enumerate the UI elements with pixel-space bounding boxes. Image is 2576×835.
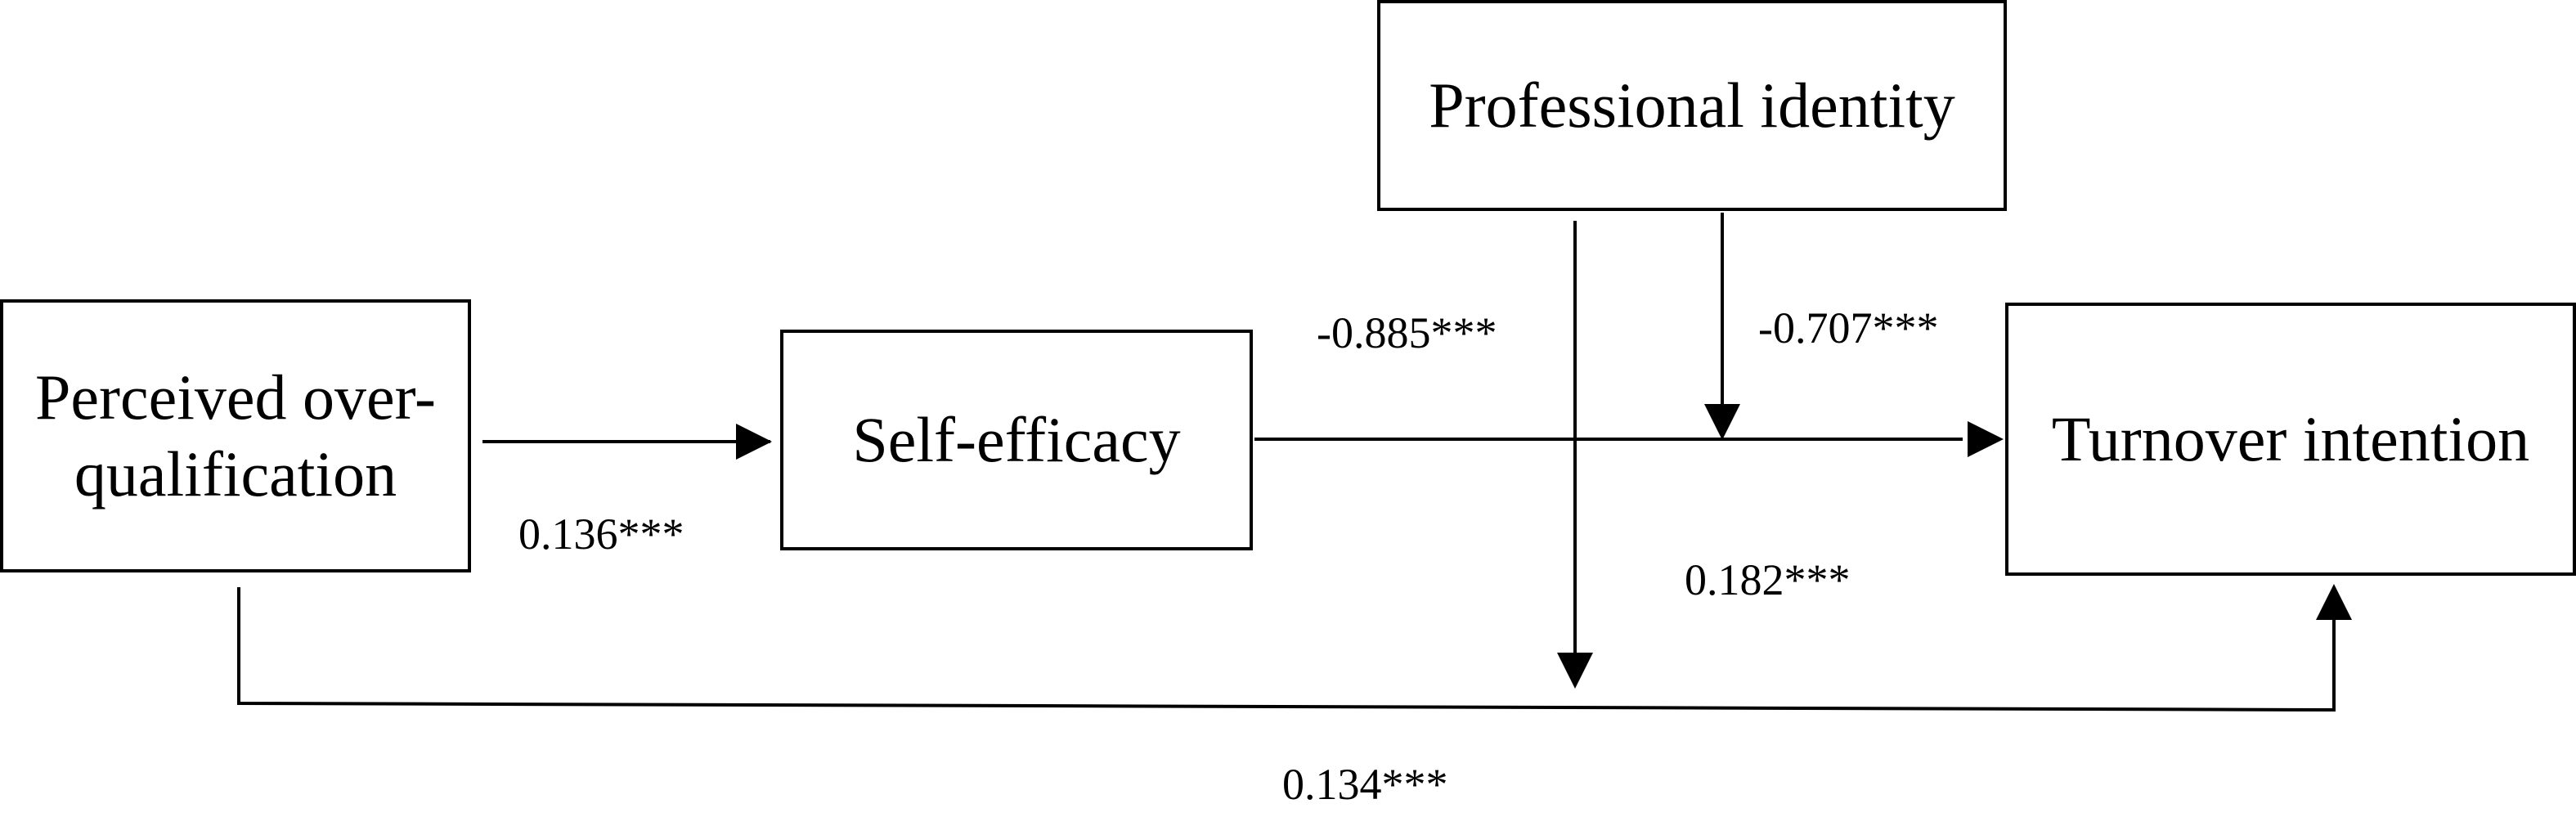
node-perceived-overqualification: Perceived over- qualification [0,299,471,572]
node-self-efficacy: Self-efficacy [780,330,1253,550]
arrowhead-pi-moderation-left [1557,653,1593,689]
node-label: Professional identity [1429,70,1955,141]
arrowhead-pi-moderation-right [1704,404,1740,440]
arrowhead-poq-to-turnover [2316,584,2352,620]
arrowhead-self-efficacy-to-turnover [1968,421,2004,457]
arrow-poq-to-turnover [237,587,2336,712]
node-label: Self-efficacy [852,404,1181,476]
coefficient-pi-moderation-right: -0.707*** [1758,303,1939,352]
arrowhead-poq-to-self-efficacy [736,424,772,460]
node-turnover-intention: Turnover intention [2005,303,2576,576]
coefficient-pi-moderation-left: -0.885*** [1317,308,1497,357]
coefficient-poq-to-turnover: 0.134*** [1282,760,1448,809]
node-label: Turnover intention [2051,403,2530,475]
coefficient-poq-to-self-efficacy: 0.136*** [518,510,684,559]
coefficient-self-efficacy-to-turnover: 0.182*** [1685,555,1851,604]
node-professional-identity: Professional identity [1377,0,2007,211]
node-label: Perceived over- qualification [34,361,436,510]
